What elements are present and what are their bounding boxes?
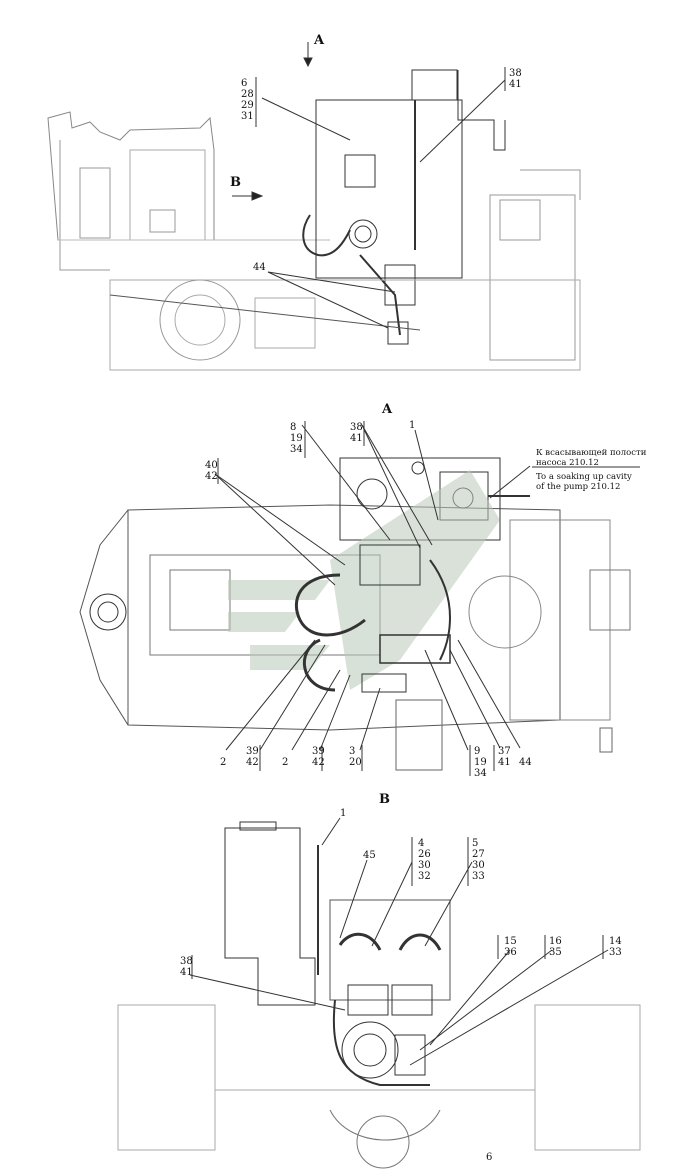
callout-9-group: 9 19 34	[474, 746, 487, 779]
callout-number: 34	[290, 444, 303, 455]
callout-number: 35	[549, 947, 562, 958]
callout-number: 20	[349, 757, 362, 768]
callout-16-group: 16 35	[549, 936, 562, 958]
callout-1-b: 1	[340, 808, 347, 819]
callout-number: 14	[609, 936, 622, 947]
callout-number: 5	[472, 838, 479, 849]
callout-38-group-b: 38 41	[180, 956, 193, 978]
callout-number: 9	[474, 746, 481, 757]
callout-number: 8	[290, 422, 297, 433]
callout-number: 31	[241, 111, 254, 122]
callout-number: 42	[312, 757, 325, 768]
callout-number: 28	[241, 89, 254, 100]
callout-number: 41	[350, 433, 363, 444]
callout-3-group: 3 20	[349, 746, 362, 768]
note-en-line2: of the pump 210.12	[536, 482, 621, 492]
callout-number: 26	[418, 849, 431, 860]
view-a-title: A	[382, 402, 393, 417]
callout-38-group-top: 38 41	[509, 68, 522, 90]
callout-39-group-b: 39 42	[312, 746, 325, 768]
callout-number: 27	[472, 849, 485, 860]
callout-6-b: 6	[486, 1152, 493, 1163]
callout-number: 19	[474, 757, 487, 768]
callout-4-group: 4 26 30 32	[418, 838, 431, 882]
callout-37-group: 37 41	[498, 746, 511, 768]
callout-1-a: 1	[409, 420, 416, 431]
callout-44-a: 44	[519, 757, 532, 768]
callout-number: 30	[418, 860, 431, 871]
callout-number: 41	[180, 967, 193, 978]
view-a-arrow-label: A	[314, 33, 325, 48]
callout-number: 29	[241, 100, 254, 111]
callout-39-group-a: 39 42	[246, 746, 259, 768]
callout-number: 4	[418, 838, 425, 849]
callout-number: 39	[246, 746, 259, 757]
callout-number: 38	[350, 422, 363, 433]
callout-5-group: 5 27 30 33	[472, 838, 485, 882]
note-en-line1: To a soaking up cavity	[536, 472, 632, 482]
callout-number: 19	[290, 433, 303, 444]
note-ru-line2: насоса 210.12	[536, 458, 599, 468]
callout-number: 37	[498, 746, 511, 757]
callout-38-group-a: 38 41	[350, 422, 363, 444]
callout-number: 16	[549, 936, 562, 947]
callout-44-top: 44	[253, 262, 266, 273]
callout-number: 36	[504, 947, 517, 958]
callout-number: 38	[180, 956, 193, 967]
callout-number: 34	[474, 768, 487, 779]
callout-number: 40	[205, 460, 218, 471]
callout-2-b: 2	[282, 757, 289, 768]
callout-number: 42	[246, 757, 259, 768]
callout-number: 33	[472, 871, 485, 882]
callout-14-group: 14 33	[609, 936, 622, 958]
view-b-arrow-label: B	[230, 175, 241, 190]
callout-15-group: 15 36	[504, 936, 517, 958]
callout-number: 41	[498, 757, 511, 768]
callout-2-a: 2	[220, 757, 227, 768]
callout-number: 42	[205, 471, 218, 482]
callout-number: 38	[509, 68, 522, 79]
callout-number: 32	[418, 871, 431, 882]
callout-45-b: 45	[363, 850, 376, 861]
callout-number: 33	[609, 947, 622, 958]
callout-number: 3	[349, 746, 356, 757]
note-ru-line1: К всасывающей полости	[536, 448, 647, 458]
callout-40-group: 40 42	[205, 460, 218, 482]
callout-number: 41	[509, 79, 522, 90]
callout-number: 15	[504, 936, 517, 947]
callout-6-group: 6 28 29 31	[241, 78, 254, 122]
callout-8-group: 8 19 34	[290, 422, 303, 455]
callout-number: 30	[472, 860, 485, 871]
view-b-title: B	[379, 792, 390, 807]
callout-number: 6	[241, 78, 248, 89]
callout-number: 39	[312, 746, 325, 757]
